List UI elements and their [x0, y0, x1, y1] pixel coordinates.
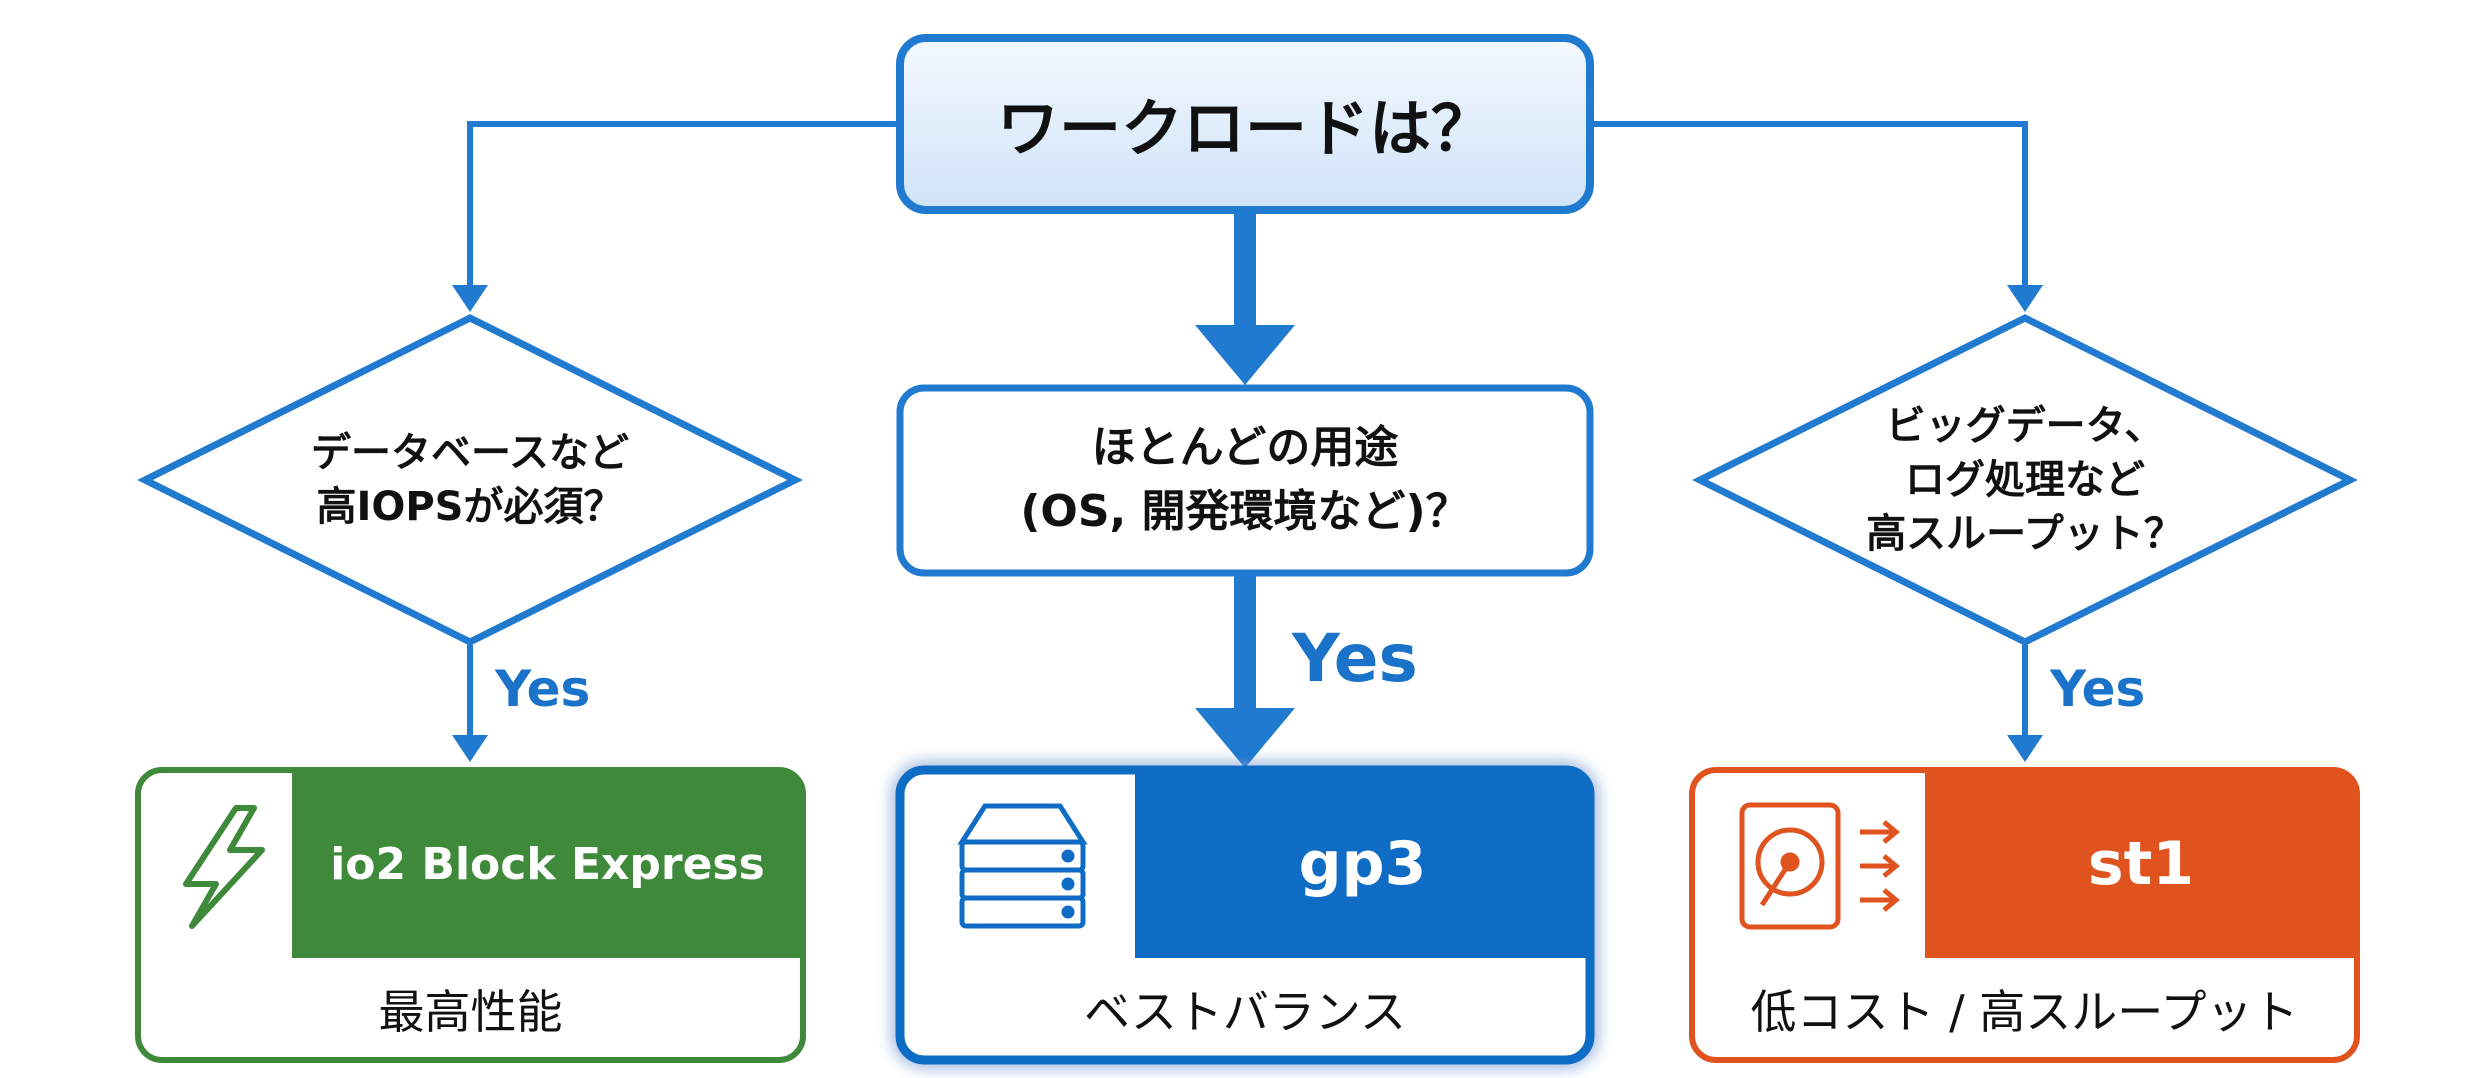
question-mid-line-1: ほとんどの用途 [1091, 422, 1399, 473]
decision-diamond-right [1692, 314, 2358, 646]
product-name-gp3: gp3 [1298, 829, 1427, 899]
decision-label-right: ビッグデータ、 ログ処理など 高スループット？ [1705, 370, 2345, 590]
question-box-mid [896, 384, 1594, 577]
product-card-st1 [1689, 767, 2360, 1063]
product-subtitle-gp3: ベストバランス [1084, 985, 1406, 1039]
product-subtitle-st1: 低コスト / 高スループット [1750, 985, 2299, 1039]
decision-diamond-left [137, 314, 803, 646]
arrowhead-left-bottom [452, 735, 488, 762]
arrowhead-left-top [452, 285, 488, 312]
question-label-mid: ほとんどの用途 (OS, 開発環境など)？ [900, 390, 1590, 570]
decision-left-line-1: データベースなど [311, 430, 629, 476]
question-mid-line-2: (OS, 開発環境など)？ [1020, 486, 1470, 537]
connectors [452, 121, 2043, 768]
arrowhead-right-top [2007, 285, 2043, 312]
connector-root-to-right [1590, 121, 2028, 290]
arrowhead-mid-bottom [1195, 708, 1295, 768]
root-node-box [896, 34, 1594, 214]
product-subtitle-io2: 最高性能 [378, 985, 563, 1039]
product-name-st1: st1 [2087, 829, 2195, 899]
decision-right-line-1: ビッグデータ、 [1885, 403, 2165, 449]
yes-label-right: Yes [2050, 660, 2146, 718]
arrowhead-right-bottom [2007, 735, 2043, 762]
yes-label-mid: Yes [1292, 620, 1418, 697]
yes-label-left: Yes [495, 660, 591, 718]
root-node-label: ワークロードは？ [996, 92, 1493, 165]
decision-right-line-3: 高スループット？ [1866, 511, 2184, 557]
lightning-icon [183, 805, 265, 929]
decision-right-line-2: ログ処理など [1905, 457, 2145, 503]
hard-drive-throughput-icon [1739, 802, 1900, 930]
product-card-io2 [135, 767, 806, 1063]
product-name-io2: io2 Block Express [330, 838, 765, 890]
server-stack-icon [957, 803, 1088, 929]
product-card-gp3 [895, 765, 1595, 1065]
decision-left-line-2: 高IOPSが必須？ [316, 484, 624, 530]
arrowhead-mid-top [1195, 325, 1295, 385]
connector-root-to-left [467, 121, 900, 290]
decision-label-left: データベースなど 高IOPSが必須？ [150, 395, 790, 565]
